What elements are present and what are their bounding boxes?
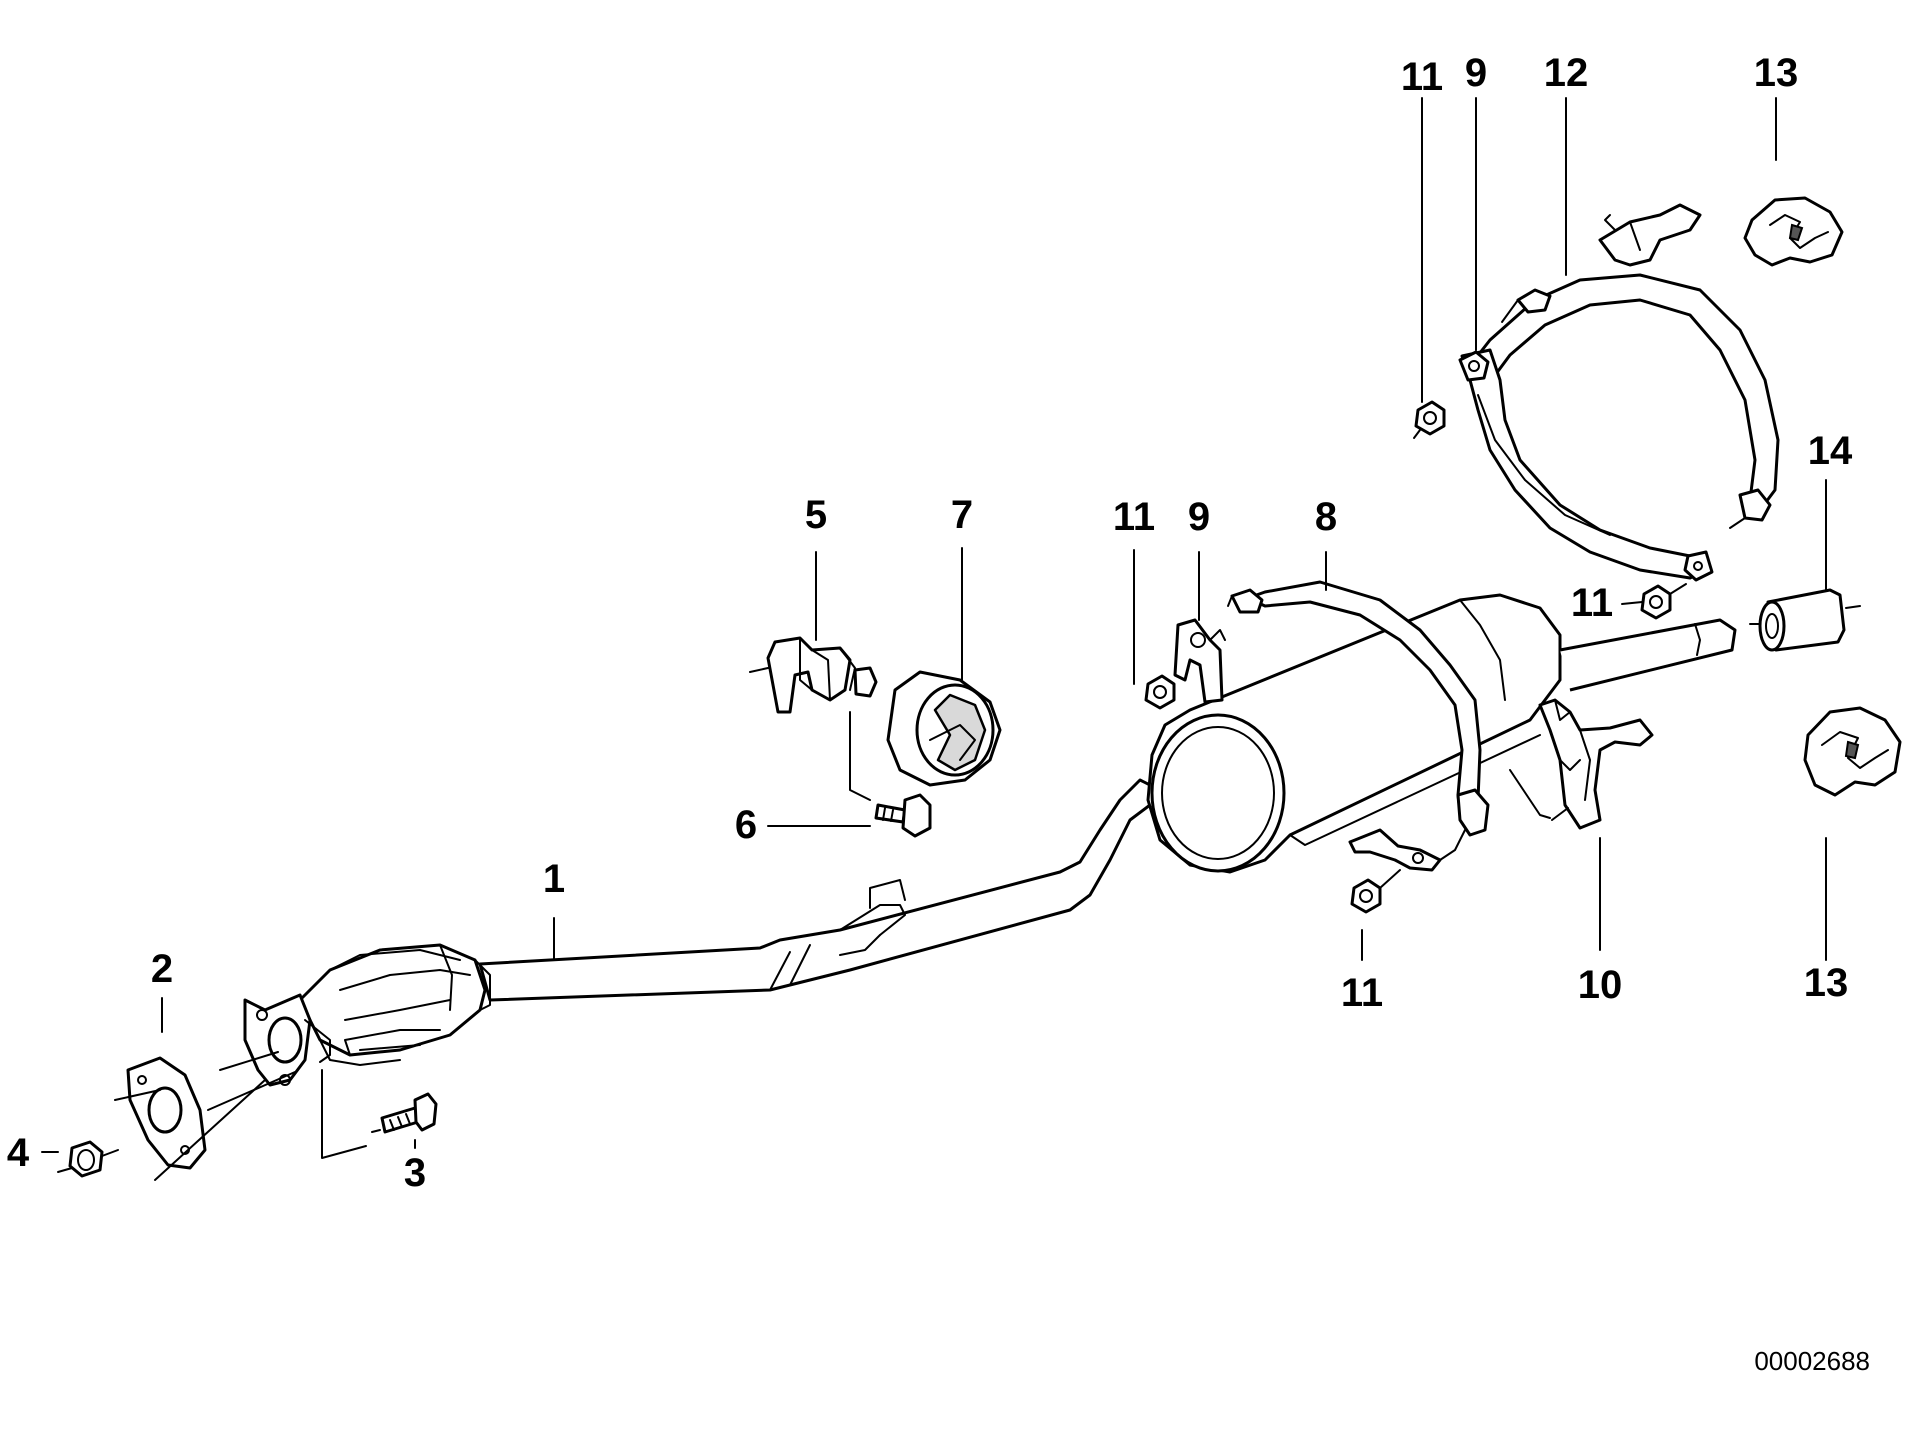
bracket-9-lower	[1173, 618, 1226, 704]
leader-lines	[41, 97, 1827, 1153]
bolt-6	[874, 793, 932, 838]
callout-13-bottom: 13	[1804, 961, 1849, 1005]
callout-1: 1	[543, 857, 565, 901]
callout-11-right: 11	[1571, 581, 1613, 625]
gasket	[114, 1051, 296, 1181]
callout-labels: 1 2 3 4 5 6 7 8 9 9 10 11 11 11 11 12 13…	[7, 51, 1853, 1195]
callout-8: 8	[1315, 495, 1337, 539]
callout-4: 4	[7, 1131, 30, 1175]
callout-11-left: 11	[1113, 495, 1155, 539]
lower-hanger-bracket	[1348, 828, 1466, 914]
callout-9-lower: 9	[1188, 495, 1210, 539]
callout-6: 6	[735, 803, 757, 847]
rubber-ring-13-bottom	[1803, 706, 1902, 797]
callout-2: 2	[151, 947, 173, 991]
rubber-mount-7	[886, 670, 1002, 787]
clamp-5	[749, 636, 878, 801]
callout-12: 12	[1544, 51, 1589, 95]
muffler-strap-12	[1458, 203, 1780, 582]
callout-7: 7	[951, 493, 973, 537]
nut-11-c	[1640, 583, 1687, 620]
callout-11-bottom: 11	[1341, 971, 1383, 1015]
rear-muffler	[1146, 593, 1737, 874]
catalytic-converter	[298, 943, 491, 1066]
diagram-reference-number: 00002688	[1754, 1346, 1870, 1376]
callout-11-top: 11	[1401, 55, 1443, 99]
callout-13-top: 13	[1754, 51, 1799, 95]
hex-nut-4	[57, 1140, 119, 1178]
muffler-strap-8	[1227, 580, 1490, 837]
hanger-bracket-10	[1509, 698, 1654, 830]
callout-14: 14	[1808, 429, 1853, 473]
exhaust-pipe	[478, 773, 1202, 1002]
nut-11-b	[1413, 400, 1446, 439]
nut-11-a	[1144, 674, 1176, 710]
rubber-ring-13-top	[1743, 196, 1844, 267]
callout-5: 5	[805, 493, 827, 537]
callout-10: 10	[1578, 963, 1623, 1007]
callout-9-upper: 9	[1465, 51, 1487, 95]
pipe-flange	[243, 993, 331, 1087]
callout-3: 3	[404, 1151, 426, 1195]
sleeve-14	[1749, 588, 1861, 652]
bolt-3	[321, 1069, 438, 1159]
